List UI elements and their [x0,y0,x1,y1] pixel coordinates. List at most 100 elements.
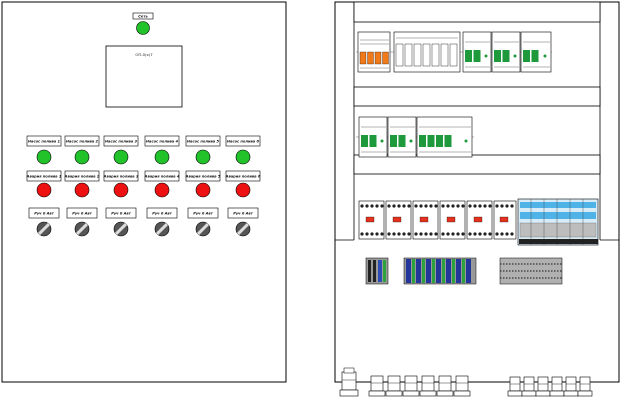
fault-lamp-icon [36,182,52,198]
breaker-toggle-icon[interactable] [359,51,367,65]
relay-strip [520,202,596,208]
terminal-screw [370,204,374,208]
terminal-screw [478,232,482,236]
spd-cartridge [440,43,449,67]
pump-column-6: Насос полива 6 Авария полива 6 Руч 0 Авт [225,135,261,237]
terminal-screw [365,232,369,236]
contactor-1[interactable] [358,200,385,240]
breaker-toggle-icon[interactable] [473,50,481,62]
relay-body [519,222,597,238]
control-breaker-3[interactable] [416,116,473,158]
terminal-screw [488,232,492,236]
running-lamp-icon [74,149,90,165]
breaker-toggle-icon[interactable] [523,50,530,62]
contactor-3[interactable] [412,200,439,240]
terminal-screw [429,232,433,236]
contactor-indicator-icon [446,216,456,223]
terminal-screw [500,204,504,208]
spd-cartridge [404,43,413,67]
terminal-screw [407,232,411,236]
breaker-toggle-icon[interactable] [419,135,426,147]
running-label-plate [103,135,139,147]
terminal-screw [473,232,477,236]
breaker-toggle-icon[interactable] [502,50,510,62]
pump-column-2: Насос полива 2 Авария полива 2 Руч 0 Авт [64,135,100,237]
breaker-toggle-icon[interactable] [494,50,501,62]
contactor-2[interactable] [385,200,412,240]
contactor-indicator-icon [365,216,375,223]
cable-glands [339,367,593,397]
breaker-toggle-icon[interactable] [465,50,472,62]
breaker-group-1[interactable] [462,31,492,73]
terminal-screw [446,232,450,236]
terminal-slot [456,259,461,283]
terminal-screw [441,232,445,236]
terminal-slot [432,259,435,283]
spd-cartridge [422,43,431,67]
din-rail-3 [358,198,599,246]
power-label: Сеть [138,15,148,19]
terminal-slot [466,259,471,283]
fault-lamp-icon [113,182,129,198]
terminal-screw [419,204,423,208]
terminal-slot [406,259,411,283]
switch-label-plate [28,207,60,219]
terminal-strip-2 [403,257,477,285]
contactor-4[interactable] [439,200,466,240]
pump-column-1: Насос полива 1 Авария полива 1 Руч 0 Авт [26,135,62,237]
mode-selector-4[interactable] [154,221,170,237]
main-breaker-module[interactable] [357,31,391,73]
breaker-toggle-icon[interactable] [398,135,406,147]
contactor-6[interactable] [493,200,517,240]
mode-selector-1[interactable] [36,221,52,237]
breaker-toggle-icon[interactable] [436,135,443,147]
relay-terminal-block [517,198,599,246]
terminal-slot [383,260,386,282]
mode-selector-6[interactable] [235,221,251,237]
operator-panel[interactable] [105,45,183,108]
running-lamp-icon [195,149,211,165]
mode-selector-2[interactable] [74,221,90,237]
running-label-4: Насос полива 4 [146,139,178,143]
mode-selector-5[interactable] [195,221,211,237]
breaker-toggle-icon[interactable] [390,135,397,147]
terminal-screw [478,204,482,208]
breaker-group-2[interactable] [491,31,521,73]
terminal-screw [370,232,374,236]
fault-lamp-icon [154,182,170,198]
terminal-screw [392,204,396,208]
terminal-screw [429,204,433,208]
selector-handle [37,222,51,236]
breaker-toggle-icon[interactable] [531,50,539,62]
breaker-toggle-icon[interactable] [374,51,382,65]
fault-label-1: Авария полива 1 [26,174,62,178]
terminal-screw [461,232,465,236]
terminal-screw [380,204,384,208]
fault-label-6: Авария полива 6 [225,174,261,178]
terminal-screw [446,204,450,208]
breaker-group-3[interactable] [520,31,552,73]
switch-label-plate [227,207,259,219]
terminal-slot [368,260,371,282]
running-label-2: Насос полива 2 [66,139,98,143]
surge-protection-module [393,31,461,73]
running-label-plate [225,135,261,147]
breaker-toggle-icon[interactable] [369,135,377,147]
breaker-toggle-icon[interactable] [382,51,389,65]
terminal-screw [397,232,401,236]
control-breaker-1[interactable] [358,116,388,158]
mode-selector-3[interactable] [113,221,129,237]
terminal-screw [375,204,379,208]
control-breaker-2[interactable] [387,116,417,158]
terminal-screw [495,204,499,208]
contactor-5[interactable] [466,200,493,240]
breaker-toggle-icon[interactable] [367,51,374,65]
fault-label-2: Авария полива 2 [64,174,100,178]
fault-label-plate [144,170,180,182]
breaker-toggle-icon[interactable] [361,135,368,147]
breaker-toggle-icon[interactable] [427,135,435,147]
breaker-toggle-icon[interactable] [444,135,452,147]
cable-gland-icon [339,367,359,397]
running-label-5: Насос полива 5 [187,139,219,143]
